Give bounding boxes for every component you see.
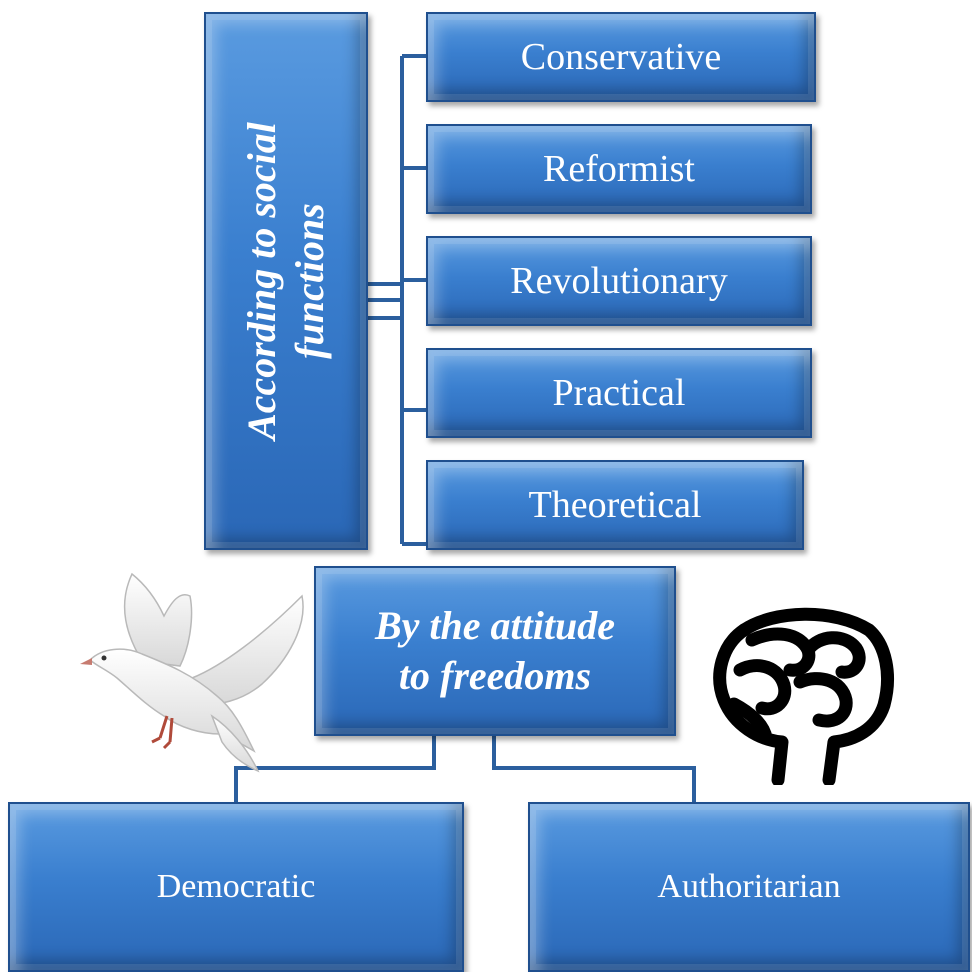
dove-icon — [80, 572, 304, 773]
item-practical: Practical — [426, 348, 812, 438]
social-functions-title: According to social functions — [238, 122, 334, 440]
democratic-label: Democratic — [156, 868, 316, 905]
democratic-box: Democratic — [8, 802, 464, 972]
item-conservative-label: Conservative — [520, 36, 722, 78]
raised-fist-icon — [713, 607, 894, 785]
connector-bus — [368, 282, 402, 320]
authoritarian-label: Authoritarian — [657, 868, 841, 905]
freedoms-title-line2: to freedoms — [398, 653, 592, 698]
social-functions-title-box: According to social functions — [204, 12, 368, 550]
authoritarian-box: Authoritarian — [528, 802, 970, 972]
item-revolutionary-label: Revolutionary — [510, 260, 728, 302]
freedoms-title-line1: By the attitude — [375, 603, 615, 648]
social-functions-title-line2: functions — [287, 203, 332, 359]
item-reformist-label: Reformist — [543, 148, 695, 190]
connector-right-branch — [492, 735, 696, 806]
item-conservative: Conservative — [426, 12, 816, 102]
social-functions-title-line1: According to social — [239, 122, 284, 440]
item-revolutionary: Revolutionary — [426, 236, 812, 326]
item-practical-label: Practical — [552, 372, 686, 414]
item-theoretical: Theoretical — [426, 460, 804, 550]
freedoms-title: By the attitude to freedoms — [365, 601, 625, 701]
item-theoretical-label: Theoretical — [528, 484, 702, 526]
freedoms-title-box: By the attitude to freedoms — [314, 566, 676, 736]
item-reformist: Reformist — [426, 124, 812, 214]
connector-left-branch — [234, 735, 436, 806]
